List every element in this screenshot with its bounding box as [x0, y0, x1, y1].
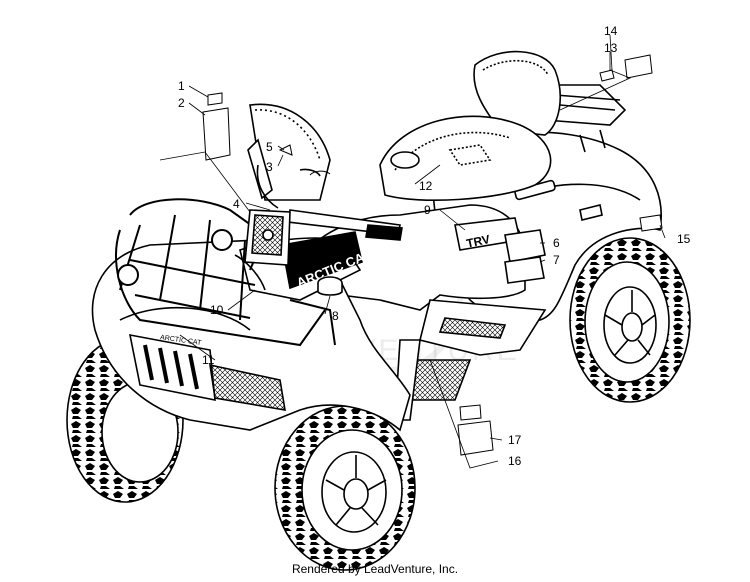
footer-credit: Rendered by LeadVenture, Inc. — [291, 562, 459, 576]
callout-2: 2 — [178, 96, 185, 110]
leader-lines — [159, 34, 666, 469]
callout-11: 11 — [202, 353, 215, 367]
callout-7: 7 — [553, 253, 560, 267]
footwell — [394, 299, 547, 421]
callout-6: 6 — [553, 236, 560, 250]
callout-8: 8 — [332, 309, 339, 323]
callout-16: 16 — [508, 454, 522, 468]
callout-4: 4 — [233, 197, 240, 211]
callout-15: 15 — [677, 232, 691, 246]
rear-right-wheel — [569, 237, 691, 403]
callout-12: 12 — [419, 179, 433, 193]
callout-13: 13 — [604, 41, 618, 55]
front-grille: ARCTIC CAT — [119, 306, 286, 411]
fuel-cap — [317, 276, 343, 296]
main-body: TRV — [298, 204, 546, 311]
decal-shapes — [202, 54, 663, 456]
callout-5: 5 — [266, 140, 273, 154]
callout-1: 1 — [178, 79, 185, 93]
svg-text:TRV: TRV — [465, 232, 491, 251]
callout-14: 14 — [604, 24, 618, 38]
callout-10: 10 — [210, 303, 224, 317]
callout-17: 17 — [508, 433, 522, 447]
callout-9: 9 — [424, 203, 431, 217]
seat — [379, 50, 561, 201]
front-right-wheel — [274, 405, 416, 571]
front-rack — [115, 198, 336, 347]
callout-3: 3 — [266, 160, 273, 174]
callout-labels: 1 2 3 4 5 6 7 8 9 10 11 12 13 14 15 16 1… — [178, 24, 691, 468]
